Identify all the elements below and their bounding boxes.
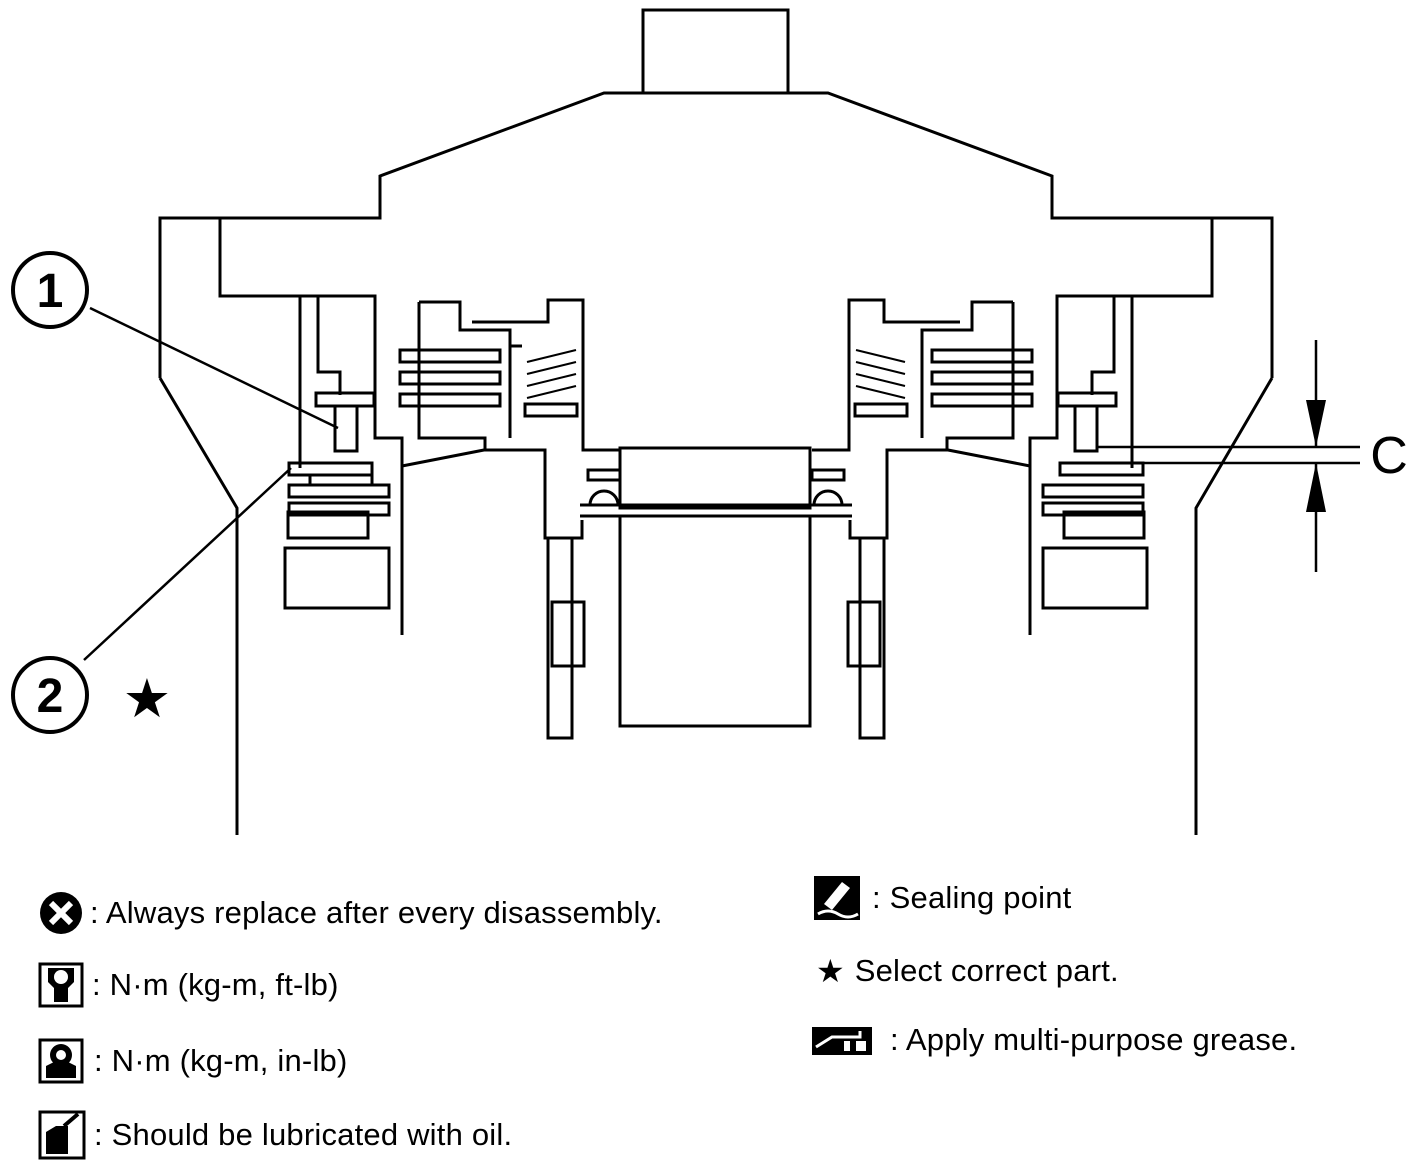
leader-line-2 (83, 467, 292, 661)
legend-grease: : Apply multi-purpose grease. (810, 1022, 1297, 1058)
legend-text-grease: : Apply multi-purpose grease. (890, 1022, 1298, 1057)
clearance-label: C (1370, 427, 1408, 485)
legend-text-oil: : Should be lubricated with oil. (94, 1117, 513, 1152)
legend-sealing: : Sealing point (812, 874, 1071, 922)
legend-oil: : Should be lubricated with oil. (38, 1110, 512, 1160)
sealing-point-icon (812, 874, 862, 922)
legend-select-part: ★ Select correct part. (816, 952, 1119, 990)
legend-always-replace: : Always replace after every disassembly… (38, 890, 663, 936)
callout-circle-1 (11, 251, 89, 329)
center-hub (618, 446, 812, 510)
torque-in-lb-icon (38, 1038, 84, 1084)
callout-number-2: 2 (37, 670, 64, 723)
callout-circle-2 (11, 656, 89, 734)
oil-can-icon (38, 1110, 86, 1160)
top-boss (641, 8, 790, 93)
inner-housing-left (218, 218, 302, 468)
select-part-star-icon: ★ (816, 952, 845, 990)
clearance-arrow-down (1306, 400, 1326, 447)
leader-line-1 (89, 306, 339, 430)
torque-ft-lb-icon (38, 962, 84, 1008)
select-part-star-callout: ★ (123, 667, 171, 730)
inner-housing-right (1130, 218, 1214, 468)
clearance-arrow-up (1306, 463, 1326, 512)
legend-torque-in-lb: : N·m (kg-m, in-lb) (38, 1038, 348, 1084)
outer-drum-left (158, 377, 239, 835)
outer-drum-right (1194, 377, 1274, 835)
grease-icon (810, 1023, 874, 1057)
legend-text-torque-in-lb: : N·m (kg-m, in-lb) (94, 1043, 348, 1078)
clutch-assembly-diagram: 1 2 ★ C (11, 8, 1408, 835)
legend-text-sealing: : Sealing point (872, 880, 1072, 915)
legend-text-always-replace: : Always replace after every disassembly… (90, 895, 663, 930)
legend-text-torque-ft-lb: : N·m (kg-m, ft-lb) (92, 967, 339, 1002)
legend-text-select-part: Select correct part. (854, 953, 1119, 988)
legend-torque-ft-lb: : N·m (kg-m, ft-lb) (38, 962, 339, 1008)
housing-roof (158, 91, 1274, 378)
always-replace-icon (38, 890, 84, 936)
callout-number-1: 1 (37, 265, 64, 318)
